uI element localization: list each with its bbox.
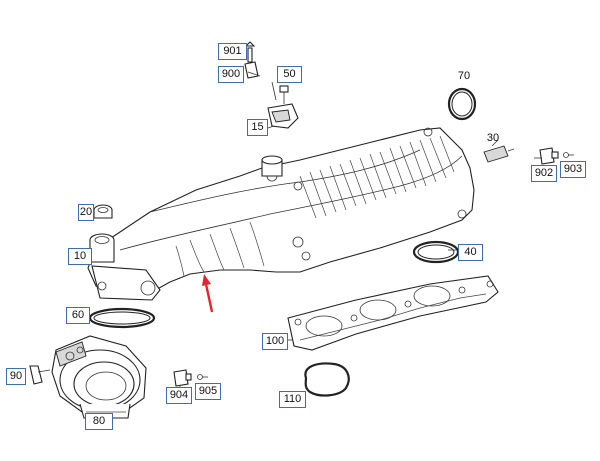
seal-ring-60[interactable] — [88, 307, 156, 329]
callout-15[interactable]: 15 — [247, 119, 268, 136]
callout-110[interactable]: 110 — [279, 391, 306, 408]
pressure-sensor[interactable] — [267, 81, 299, 129]
callout-80[interactable]: 80 — [85, 413, 113, 430]
callout-902[interactable]: 902 — [531, 165, 557, 182]
callout-905[interactable]: 905 — [195, 383, 221, 400]
connector-904[interactable] — [173, 369, 192, 387]
sensor-30[interactable] — [483, 145, 515, 163]
highlight-arrow — [202, 274, 214, 313]
pin-903[interactable] — [563, 152, 575, 158]
callout-903[interactable]: 903 — [560, 161, 586, 178]
pin-905[interactable] — [197, 374, 209, 380]
callout-904[interactable]: 904 — [166, 387, 192, 404]
callout-50[interactable]: 50 — [277, 66, 302, 83]
callout-70[interactable]: 70 — [457, 70, 471, 82]
callout-30[interactable]: 30 — [486, 132, 500, 144]
callout-20[interactable]: 20 — [78, 204, 94, 221]
clip-90[interactable] — [29, 365, 51, 385]
manifold-ribs — [299, 135, 455, 219]
manifold-runners — [175, 221, 265, 277]
callout-40[interactable]: 40 — [458, 244, 483, 261]
callout-100[interactable]: 100 — [262, 333, 288, 350]
intake-manifold[interactable] — [87, 127, 475, 301]
callout-900[interactable]: 900 — [218, 66, 244, 83]
callout-90[interactable]: 90 — [6, 368, 26, 385]
callout-901[interactable]: 901 — [218, 43, 247, 60]
gasket-40[interactable] — [412, 240, 460, 264]
connector-902[interactable] — [539, 147, 559, 165]
plug-20[interactable] — [93, 204, 113, 219]
gasket-110[interactable] — [304, 362, 350, 397]
gasket-plate-100[interactable] — [287, 275, 499, 351]
throttle-body[interactable] — [51, 335, 147, 419]
bolt-50[interactable] — [279, 85, 289, 104]
callout-60[interactable]: 60 — [66, 307, 90, 324]
seal-ring-70[interactable] — [447, 87, 477, 121]
callout-10[interactable]: 10 — [68, 248, 92, 265]
